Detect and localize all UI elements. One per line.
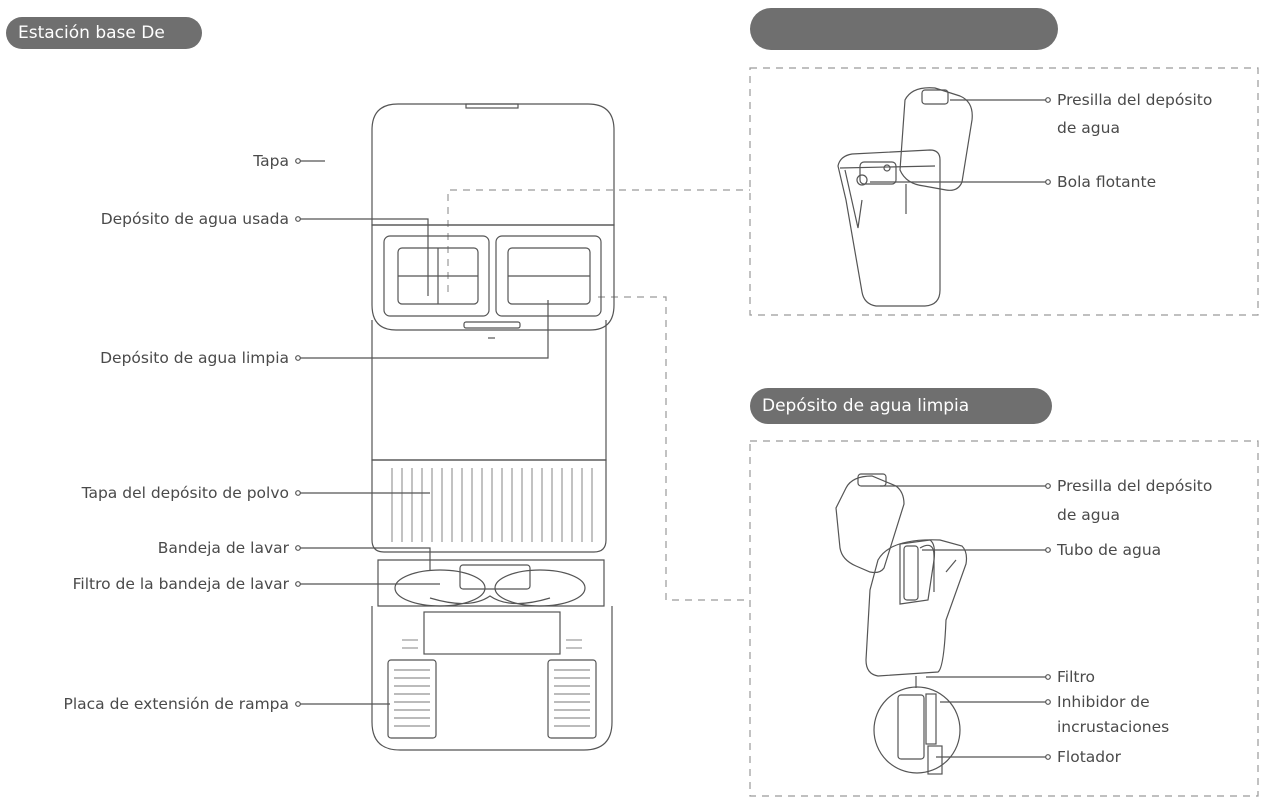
label-inhibitor-1: Inhibidor de (1057, 693, 1150, 711)
dirty-tank-leader-lines (870, 99, 1046, 183)
label-float-ball: Bola flotante (1057, 173, 1157, 191)
label-clean-clip-2: de agua (1057, 506, 1120, 524)
base-leader-lines (300, 160, 549, 705)
label-dirty-clip-2: de agua (1057, 119, 1120, 137)
label-dirty-tank: Depósito de agua usada (100, 210, 289, 228)
label-clean-clip-1: Presilla del depósito (1057, 477, 1213, 495)
dirty-tank-connector (447, 189, 750, 292)
label-ramp-plate: Placa de extensión de rampa (63, 695, 290, 713)
clean-tank-header: Depósito de agua limpia (750, 388, 1052, 424)
label-dirty-clip-1: Presilla del depósito (1057, 91, 1213, 109)
label-dust-cover: Tapa del depósito de polvo (81, 484, 289, 502)
base-station-header: Estación base De (6, 17, 202, 49)
dirty-tank-drawing (837, 87, 973, 307)
label-clean-tank: Depósito de agua limpia (100, 349, 289, 367)
label-wash-tray-filter: Filtro de la bandeja de lavar (72, 575, 289, 593)
dirty-tank-header (750, 8, 1058, 50)
label-inhibitor-2: incrustaciones (1057, 718, 1170, 736)
label-lid: Tapa (253, 152, 289, 170)
clean-tank-drawing (835, 473, 968, 775)
clean-tank-callout-box (749, 440, 1259, 797)
dirty-tank-callout-box (749, 67, 1259, 316)
clean-tank-connector (598, 296, 750, 601)
label-wash-tray: Bandeja de lavar (157, 539, 289, 557)
label-filter: Filtro (1057, 668, 1095, 686)
base-station-drawing (371, 103, 615, 751)
label-water-tube: Tubo de agua (1057, 541, 1162, 559)
label-floater: Flotador (1057, 748, 1121, 766)
clean-tank-leader-lines (880, 485, 1046, 758)
